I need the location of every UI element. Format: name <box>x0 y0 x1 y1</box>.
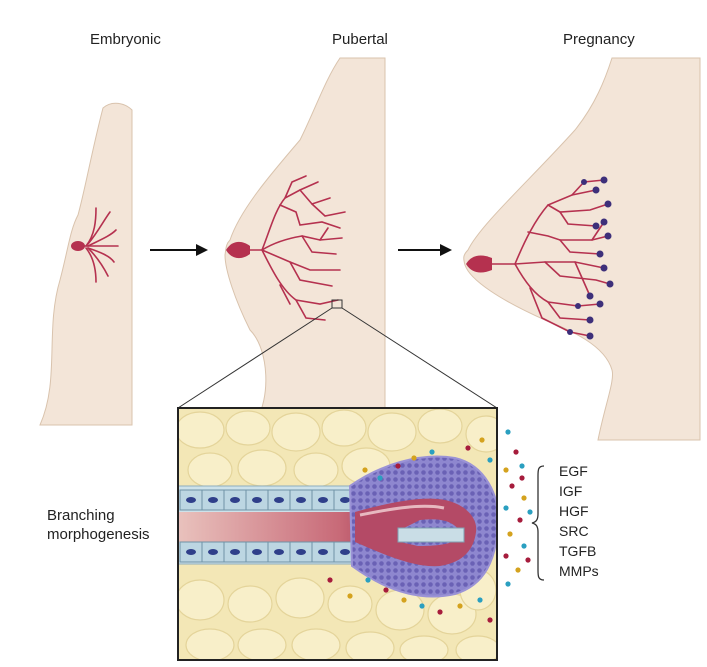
pregnancy-duct-tree <box>489 179 611 337</box>
duct-upper-cells <box>179 489 357 511</box>
factor-egf: EGF <box>559 463 588 479</box>
pubertal-body <box>224 57 386 441</box>
zoom-lines <box>177 307 498 409</box>
duct-upper-nuclei <box>186 497 350 503</box>
pregnancy-alveolar-buds <box>567 176 614 340</box>
zoom-box-marker <box>331 299 343 309</box>
process-label-line1: Branching <box>47 507 115 524</box>
duct-lower-nuclei <box>186 549 350 555</box>
terminal-end-bud <box>348 455 497 598</box>
stage-label-pubertal: Pubertal <box>332 31 388 48</box>
embryonic-duct-tree <box>75 207 119 283</box>
pregnancy-body <box>463 57 701 441</box>
factor-tgfb: TGFB <box>559 543 597 559</box>
process-label: Branching morphogenesis <box>47 506 150 544</box>
factor-igf: IGF <box>559 483 583 499</box>
factor-hgf: HGF <box>559 503 589 519</box>
arrow-right-icon <box>150 244 208 256</box>
arrow-right-icon <box>398 244 452 256</box>
inset-panel <box>177 407 498 661</box>
bracket-icon <box>531 465 545 581</box>
pubertal-duct-tree <box>239 175 346 321</box>
inset-growth-factor-dots <box>327 437 493 623</box>
stage-label-pregnancy: Pregnancy <box>563 31 635 48</box>
process-label-line2: morphogenesis <box>47 526 150 543</box>
secreted-factor-dots <box>503 429 533 587</box>
factor-mmps: MMPs <box>559 563 599 579</box>
fat-cells <box>178 408 497 660</box>
factor-src: SRC <box>559 523 589 539</box>
duct-lower-cells <box>179 541 357 563</box>
stage-label-embryonic: Embryonic <box>90 31 161 48</box>
embryonic-body <box>39 102 133 426</box>
